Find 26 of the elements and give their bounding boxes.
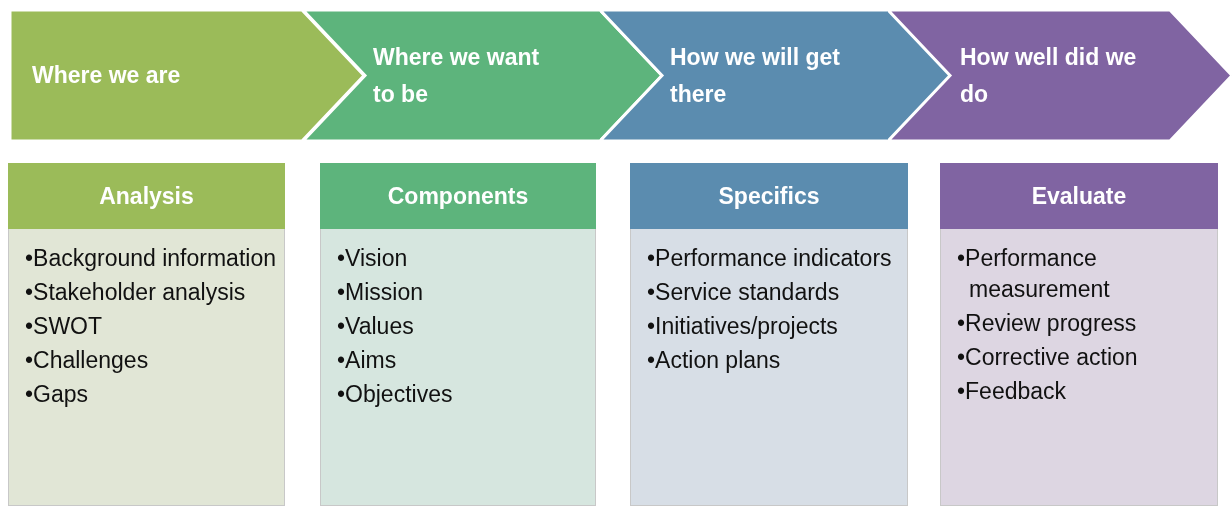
bullet-item: •SWOT	[25, 312, 104, 342]
stage-label: Where we want to be	[373, 42, 541, 109]
bullet-item: •Objectives	[337, 380, 454, 410]
stage-label: How well did we do	[960, 42, 1138, 109]
bullet-item: •Performance measurement	[957, 244, 1111, 305]
bullet-item: •Action plans	[647, 346, 782, 376]
bullet-item: •Feedback	[957, 377, 1068, 407]
bullet-item: •Gaps	[25, 380, 90, 410]
bullet-item: •Stakeholder analysis	[25, 278, 247, 308]
bullet-item: •Mission	[337, 278, 424, 308]
column-header: Analysis	[8, 163, 285, 229]
bullet-item: •Review progress	[957, 309, 1138, 339]
bullet-item: •Service standards	[647, 278, 841, 308]
bullet-item: •Performance indicators	[647, 244, 893, 273]
bullet-item: •Values	[337, 312, 415, 342]
bullet-item: •Initiatives/projects	[647, 312, 839, 342]
bullet-item: •Challenges	[25, 346, 150, 376]
bullet-item: •Vision	[337, 244, 409, 273]
column-header: Evaluate	[940, 163, 1218, 229]
bullet-item: •Aims	[337, 346, 398, 376]
stage-label: Where we are	[32, 61, 182, 91]
column-header: Components	[320, 163, 596, 229]
column-header: Specifics	[630, 163, 908, 229]
bullet-item: •Corrective action	[957, 343, 1139, 373]
stage-label: How we will get there	[670, 42, 841, 109]
bullet-item: •Background information	[25, 244, 276, 273]
